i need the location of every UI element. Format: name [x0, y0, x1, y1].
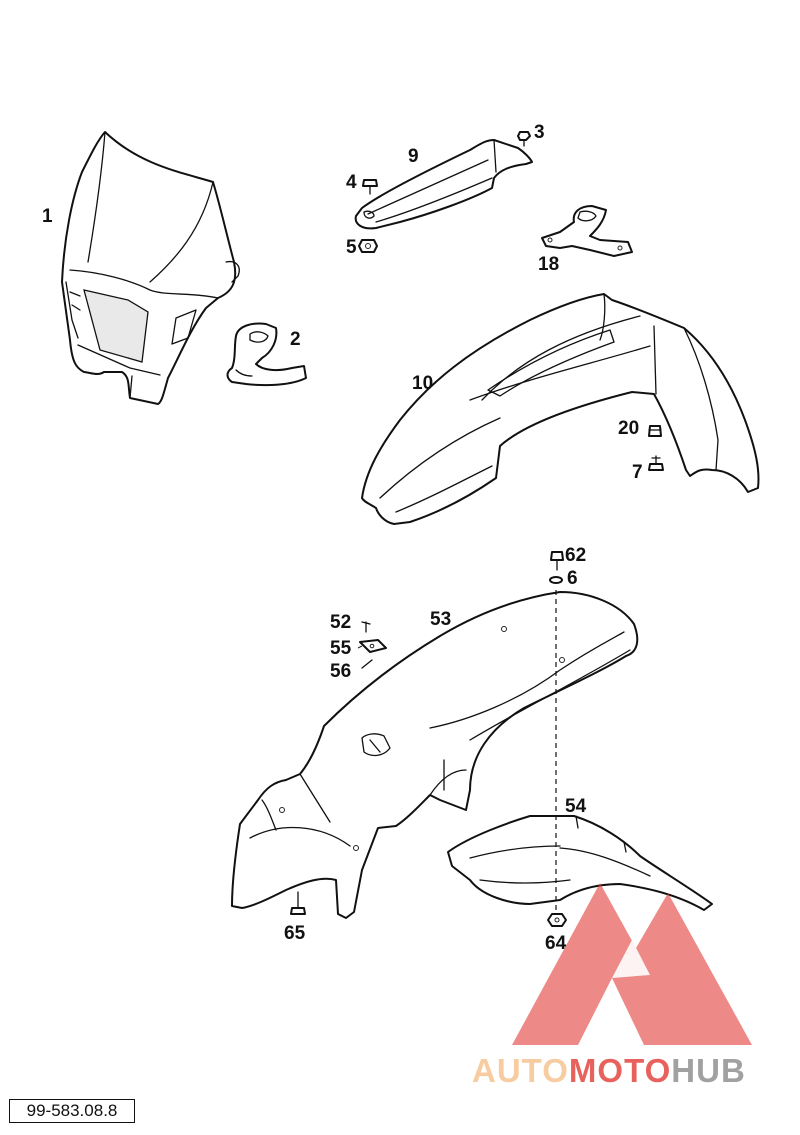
- bolt-7: [648, 455, 664, 471]
- bolt-65: [290, 891, 306, 915]
- callout-3: 3: [534, 122, 545, 143]
- callout-56: 56: [330, 661, 351, 682]
- bolt-62: [550, 551, 564, 571]
- watermark-text-moto: MOTO: [569, 1052, 671, 1089]
- rear-fender-part: [231, 591, 639, 919]
- automotohub-logo: AUTOMOTOHUB: [472, 883, 752, 1089]
- mud-flap-part: [447, 815, 713, 911]
- rubber-grommet-20: [648, 425, 662, 437]
- watermark-text-auto: AUTO: [472, 1052, 569, 1089]
- callout-18: 18: [538, 254, 559, 275]
- callout-20: 20: [618, 418, 639, 439]
- headlight-bracket-part: [226, 322, 307, 387]
- nut-64: [547, 913, 567, 927]
- washer-6: [549, 576, 563, 584]
- cover-plate-part: [354, 139, 533, 230]
- callout-1: 1: [42, 206, 53, 227]
- svg-text:AUTOMOTOHUB: AUTOMOTOHUB: [472, 1052, 746, 1089]
- callout-2: 2: [290, 329, 301, 350]
- callout-54: 54: [565, 796, 587, 817]
- callout-9: 9: [408, 146, 419, 167]
- callout-53: 53: [430, 609, 451, 630]
- leader-lines: [357, 133, 520, 649]
- bolt-4: [362, 179, 378, 195]
- callout-55: 55: [330, 638, 352, 659]
- screw-52: [361, 621, 371, 633]
- callout-65: 65: [284, 923, 306, 944]
- front-fender-part: [361, 293, 760, 525]
- watermark-text-hub: HUB: [671, 1052, 746, 1089]
- screw-56: [361, 659, 373, 669]
- callout-6: 6: [567, 568, 578, 589]
- nut-5: [358, 239, 378, 253]
- headlight-mask-part: [61, 131, 240, 405]
- callout-5: 5: [346, 237, 357, 258]
- callout-64: 64: [545, 933, 567, 954]
- mounting-plate-part: [541, 205, 633, 257]
- bolt-3: [517, 131, 531, 147]
- diagram-code-label: 99-583.08.8: [9, 1099, 135, 1123]
- clip-55: [359, 639, 387, 653]
- callout-4: 4: [346, 172, 357, 193]
- callout-62: 62: [565, 545, 586, 566]
- callout-10: 10: [412, 373, 433, 394]
- callout-7: 7: [632, 462, 643, 483]
- callout-52: 52: [330, 612, 351, 633]
